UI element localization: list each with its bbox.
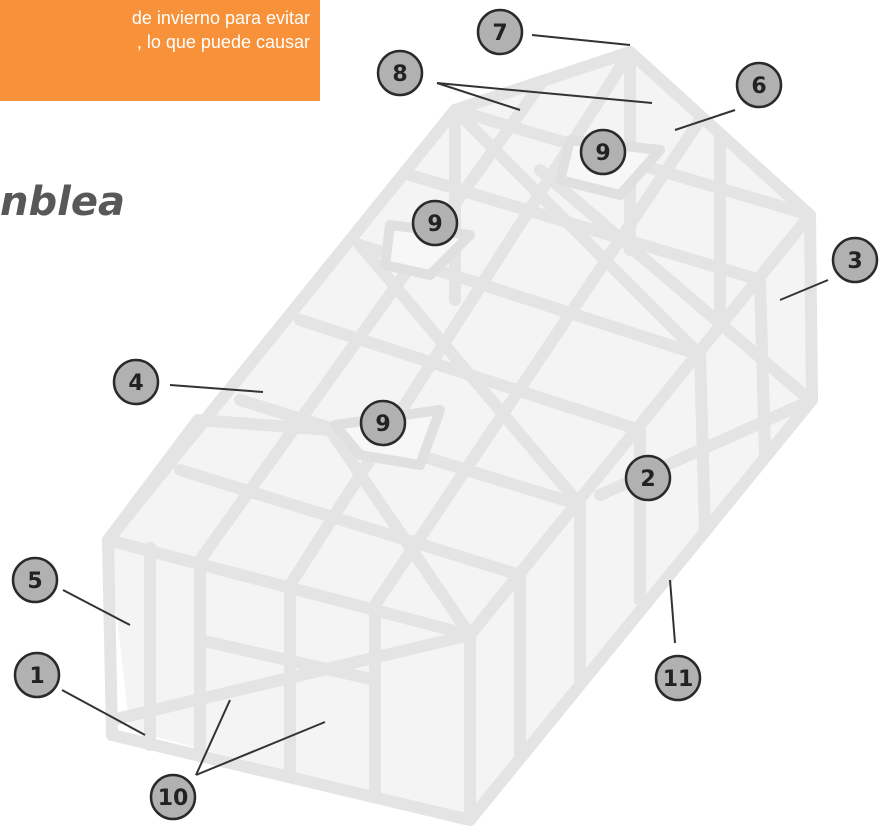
callout-7-label: 7 [492, 21, 507, 46]
section-title: nblea [0, 179, 125, 225]
callout-9-top-label: 9 [595, 141, 610, 166]
callout-2: 2 [624, 454, 672, 502]
callout-1: 1 [13, 651, 61, 699]
notice-line-2: , lo que puede causar [136, 32, 310, 52]
callout-9-bottom-label: 9 [375, 412, 390, 437]
callout-4: 4 [112, 358, 160, 406]
callout-5-label: 5 [27, 569, 42, 594]
callout-6-label: 6 [751, 74, 766, 99]
callout-7: 7 [476, 8, 524, 56]
callout-9-bottom: 9 [359, 399, 407, 447]
callout-3-label: 3 [847, 249, 862, 274]
callout-5: 5 [11, 556, 59, 604]
callout-11-label: 11 [663, 667, 694, 692]
callout-9-top: 9 [579, 128, 627, 176]
leader-lines [61, 34, 829, 776]
notice-line-1: de invierno para evitar [131, 8, 310, 28]
callout-11: 11 [654, 654, 702, 702]
callout-9-middle: 9 [411, 199, 459, 247]
callout-9-middle-label: 9 [427, 212, 442, 237]
greenhouse-illustration [102, 46, 818, 826]
callout-8-label: 8 [392, 62, 407, 87]
callout-10: 10 [149, 773, 197, 821]
callout-6: 6 [735, 61, 783, 109]
callout-3: 3 [831, 236, 879, 284]
callout-8: 8 [376, 49, 424, 97]
callout-10-label: 10 [158, 786, 189, 811]
greenhouse-frame [102, 46, 818, 826]
callout-2-label: 2 [640, 467, 655, 492]
callout-1-label: 1 [29, 664, 44, 689]
callout-4-label: 4 [128, 371, 143, 396]
warning-notice-banner: de invierno para evitar , lo que puede c… [0, 0, 320, 101]
